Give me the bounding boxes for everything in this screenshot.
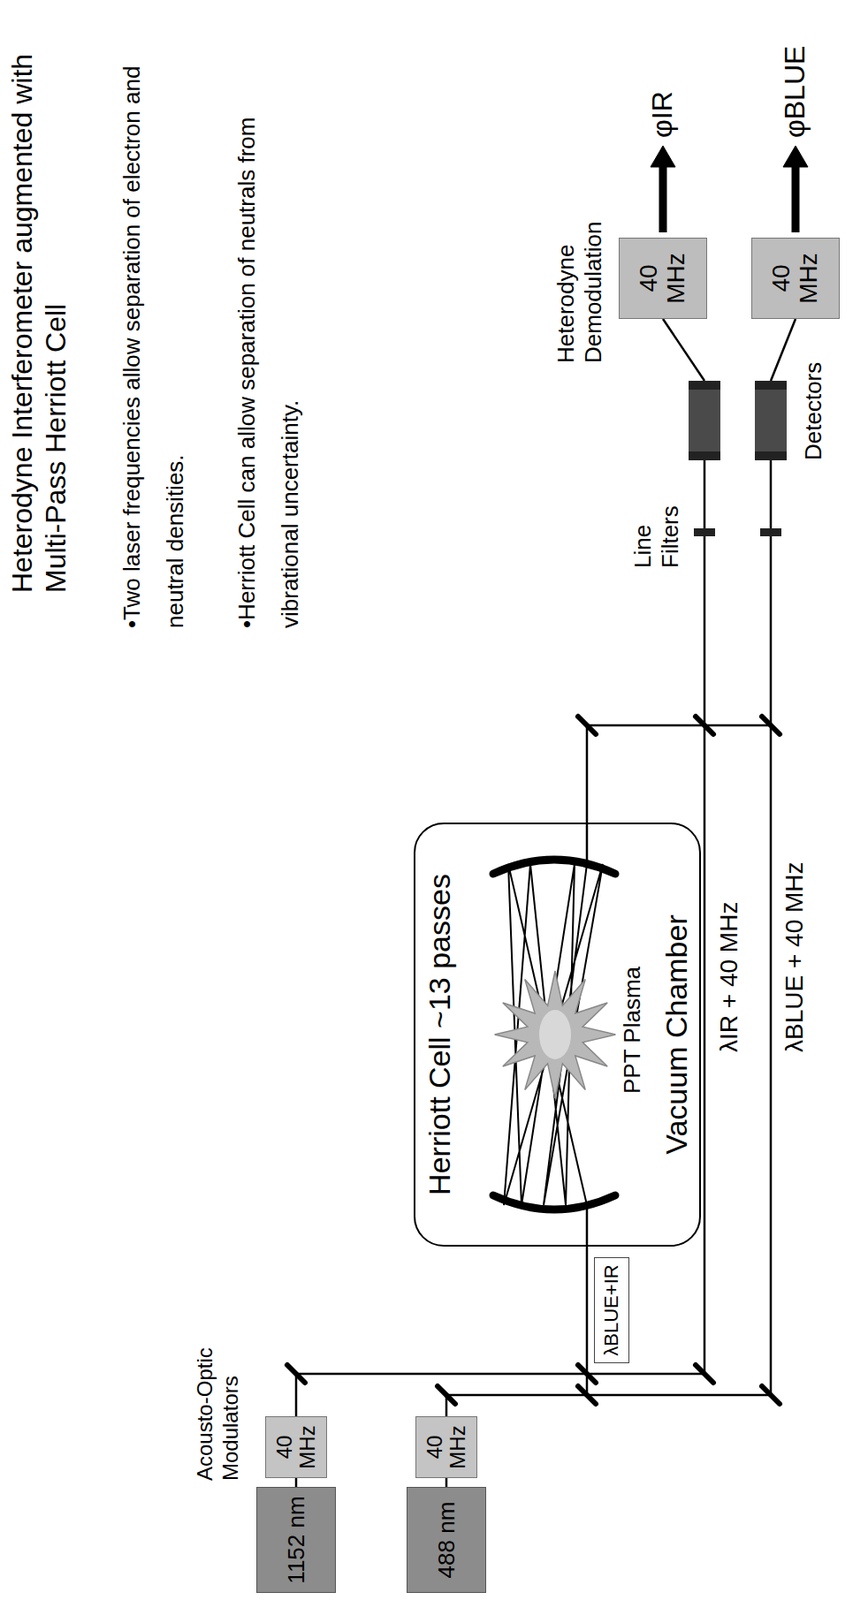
optics-stroke — [437, 1386, 456, 1405]
optics-stroke — [693, 528, 716, 537]
optics-stroke — [688, 451, 721, 461]
detectors — [688, 380, 787, 461]
blue-beam — [446, 460, 771, 1417]
laser-box: 488 nm — [406, 1487, 487, 1594]
output-arrows — [650, 145, 808, 233]
ir-beam — [296, 460, 705, 1417]
optics-stroke — [659, 163, 668, 233]
line-filters — [693, 528, 782, 537]
demodulator-box: 40 MHz — [618, 237, 708, 320]
component-label: Line Filters — [629, 484, 685, 569]
optics-stroke — [650, 145, 676, 168]
node-heading: 40 MHz — [635, 238, 691, 319]
signal-name: φBLUE — [777, 45, 812, 138]
optics-stroke — [754, 380, 787, 461]
mirror — [493, 860, 616, 875]
node-heading: 1152 nm — [282, 1496, 311, 1584]
node-heading: 488 nm — [433, 1502, 461, 1580]
output-beam — [586, 725, 771, 865]
optics-stroke — [578, 1386, 596, 1405]
node-heading: 40 MHz — [768, 238, 823, 319]
modulator-box: 40 MHz — [415, 1416, 478, 1479]
signal-name: φIR — [645, 91, 679, 138]
laser-box: 1152 nm — [256, 1487, 336, 1594]
beam-paths — [296, 319, 796, 1417]
optics-stroke — [695, 1365, 714, 1384]
vacuum-chamber: Herriott Cell ~13 passes Vacuum Chamber — [413, 822, 701, 1248]
optics-stroke — [761, 716, 780, 735]
optics-stroke — [761, 1386, 780, 1405]
plasma-label: PPT Plasma — [618, 964, 647, 1097]
beam-connector — [445, 1478, 449, 1488]
optics-stroke — [754, 380, 787, 390]
modulator-box: 40 MHz — [265, 1416, 328, 1479]
optics-stroke — [695, 716, 714, 735]
detector-wire — [770, 319, 796, 381]
beam-label: λBLUE + 40 MHz — [779, 861, 810, 1053]
optics-stroke — [578, 716, 596, 735]
node-heading: 40 MHz — [273, 1417, 320, 1478]
herriott-mirrors — [493, 860, 616, 1211]
beam-label: λIR + 40 MHz — [714, 902, 745, 1053]
slide-title: Heterodyne Interferometer augmented with… — [5, 9, 74, 594]
beam-label-box: λBLUE+IR — [593, 1257, 630, 1364]
node-heading: 40 MHz — [423, 1417, 471, 1478]
beam-splitters — [287, 716, 780, 1405]
bullet-note: •Two laser frequencies allow separation … — [110, 9, 198, 629]
optics-stroke — [791, 163, 800, 233]
plasma-core — [539, 1010, 572, 1060]
component-label: Detectors — [799, 362, 828, 461]
component-label: Heterodyne Demodulation — [552, 186, 608, 364]
node-heading: λBLUE+IR — [600, 1264, 624, 1356]
optics-stroke — [783, 145, 808, 168]
beam-connector — [295, 1478, 298, 1488]
combined-beam — [586, 1205, 589, 1396]
demodulator-box: 40 MHz — [751, 237, 840, 320]
optics-stroke — [754, 451, 787, 461]
optics-stroke — [688, 380, 721, 461]
optics-stroke — [287, 1365, 305, 1384]
detector-wire — [662, 319, 705, 381]
node-heading: Herriott Cell ~13 passes — [422, 824, 457, 1246]
bullet-note: •Herriott Cell can allow separation of n… — [225, 9, 313, 629]
mirror — [493, 1195, 616, 1211]
node-text: Vacuum Chamber — [659, 824, 694, 1246]
plasma-star — [494, 971, 617, 1099]
component-label: Acousto-Optic Modulators — [192, 1326, 244, 1482]
optics-stroke — [760, 528, 782, 537]
optics-stroke — [578, 1365, 596, 1384]
optics-stroke — [688, 380, 721, 390]
